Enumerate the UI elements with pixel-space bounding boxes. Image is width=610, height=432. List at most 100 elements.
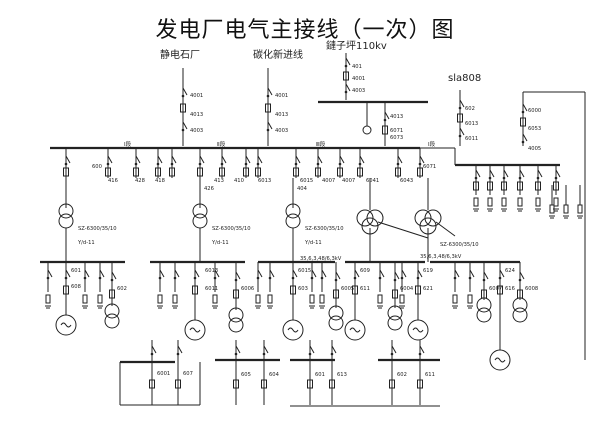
components bbox=[45, 57, 583, 389]
switch-blade bbox=[135, 155, 141, 164]
component-label: 428 bbox=[135, 178, 145, 184]
arrester bbox=[97, 294, 103, 304]
breaker bbox=[105, 167, 111, 177]
transformer-winding bbox=[328, 315, 344, 331]
transformer-winding bbox=[58, 213, 74, 229]
source-label-left: 静电石厂 bbox=[160, 48, 200, 61]
wiring bbox=[40, 53, 586, 407]
component-label: 613 bbox=[337, 372, 347, 378]
switch-contact bbox=[518, 176, 522, 180]
transformer-winding bbox=[328, 305, 344, 321]
switch-blade bbox=[417, 269, 423, 278]
component-label: 602 bbox=[465, 106, 475, 112]
switch-blade bbox=[65, 269, 71, 278]
component-label: 4003 bbox=[275, 128, 288, 134]
arrester bbox=[467, 294, 473, 304]
breaker bbox=[293, 167, 299, 177]
transformer-winding bbox=[512, 307, 528, 323]
transformer-winding bbox=[414, 209, 432, 227]
component-label: 6015 bbox=[298, 268, 311, 274]
component-label: 6001 bbox=[157, 371, 170, 377]
generator-symbol bbox=[349, 327, 361, 333]
arrester bbox=[535, 197, 541, 207]
generator-symbol bbox=[189, 327, 201, 333]
transformer-winding bbox=[512, 297, 528, 313]
busbar-label: Ⅱ段 bbox=[217, 140, 226, 148]
transformer-winding bbox=[104, 313, 120, 329]
arrester bbox=[82, 294, 88, 304]
component-label: 608 bbox=[71, 284, 81, 290]
component-label: 6053 bbox=[528, 126, 541, 132]
switch-contact bbox=[134, 162, 138, 166]
switch-contact bbox=[482, 278, 486, 282]
wire bbox=[435, 221, 456, 237]
switch-contact bbox=[220, 162, 224, 166]
breaker bbox=[219, 167, 225, 177]
breaker bbox=[535, 181, 541, 191]
component-label: 6013 bbox=[465, 121, 478, 127]
switch-blade bbox=[519, 169, 525, 178]
arrester bbox=[319, 294, 325, 304]
component-label: 605 bbox=[241, 372, 251, 378]
switch-contact bbox=[474, 176, 478, 180]
switch-contact bbox=[256, 276, 260, 280]
component-label: 6004 bbox=[400, 286, 414, 292]
switch-blade bbox=[522, 133, 528, 142]
transformer-winding bbox=[387, 305, 403, 321]
component-label: 6015 bbox=[300, 178, 313, 184]
switch-contact bbox=[383, 118, 387, 122]
switch-blade bbox=[345, 83, 351, 92]
arrester bbox=[172, 294, 178, 304]
switch-contact bbox=[338, 162, 342, 166]
component-label: 401 bbox=[352, 64, 362, 70]
switch-contact bbox=[521, 110, 525, 114]
switch-blade bbox=[401, 269, 407, 278]
switch-blade bbox=[221, 155, 227, 164]
component-label: 4007 bbox=[342, 178, 355, 184]
arrester bbox=[45, 294, 51, 304]
switch-contact bbox=[173, 276, 177, 280]
breaker bbox=[337, 167, 343, 177]
switch-blade bbox=[339, 155, 345, 164]
switch-blade bbox=[379, 269, 385, 278]
switch-contact bbox=[170, 162, 174, 166]
breaker bbox=[553, 181, 559, 191]
switch-blade bbox=[394, 271, 400, 280]
switch-blade bbox=[65, 155, 71, 164]
switch-blade bbox=[475, 169, 481, 178]
component-label: 4001 bbox=[190, 93, 203, 99]
generator-symbol bbox=[494, 357, 506, 363]
switch-contact bbox=[308, 352, 312, 356]
transformer-winding bbox=[285, 203, 301, 219]
component-label: 6073 bbox=[390, 135, 403, 141]
switch-contact bbox=[400, 276, 404, 280]
component-label: 601 bbox=[71, 268, 81, 274]
component-label: 6071 bbox=[390, 128, 403, 134]
component-label: 6007 bbox=[489, 286, 502, 292]
breaker bbox=[352, 285, 358, 295]
switch-blade bbox=[235, 345, 241, 354]
breaker bbox=[457, 113, 463, 123]
generator bbox=[55, 314, 77, 336]
switch-contact bbox=[316, 162, 320, 166]
component-label: 4003 bbox=[190, 128, 203, 134]
switch-blade bbox=[331, 345, 337, 354]
rating-label: 35,6,3,48/6,3kV bbox=[300, 256, 342, 262]
breaker bbox=[261, 379, 267, 389]
breaker bbox=[197, 167, 203, 177]
switch-contact bbox=[110, 278, 114, 282]
switch-blade bbox=[171, 155, 177, 164]
component-label: 6005 bbox=[341, 286, 354, 292]
switch-blade bbox=[459, 127, 465, 136]
breaker bbox=[392, 289, 398, 299]
switch-contact bbox=[256, 162, 260, 166]
switch-contact bbox=[213, 276, 217, 280]
arrester bbox=[487, 197, 493, 207]
switch-blade bbox=[469, 269, 475, 278]
breaker bbox=[133, 167, 139, 177]
component-label: 611 bbox=[425, 372, 435, 378]
breaker bbox=[149, 379, 155, 389]
switch-blade bbox=[257, 155, 263, 164]
switch-blade bbox=[214, 269, 220, 278]
switch-contact bbox=[416, 276, 420, 280]
